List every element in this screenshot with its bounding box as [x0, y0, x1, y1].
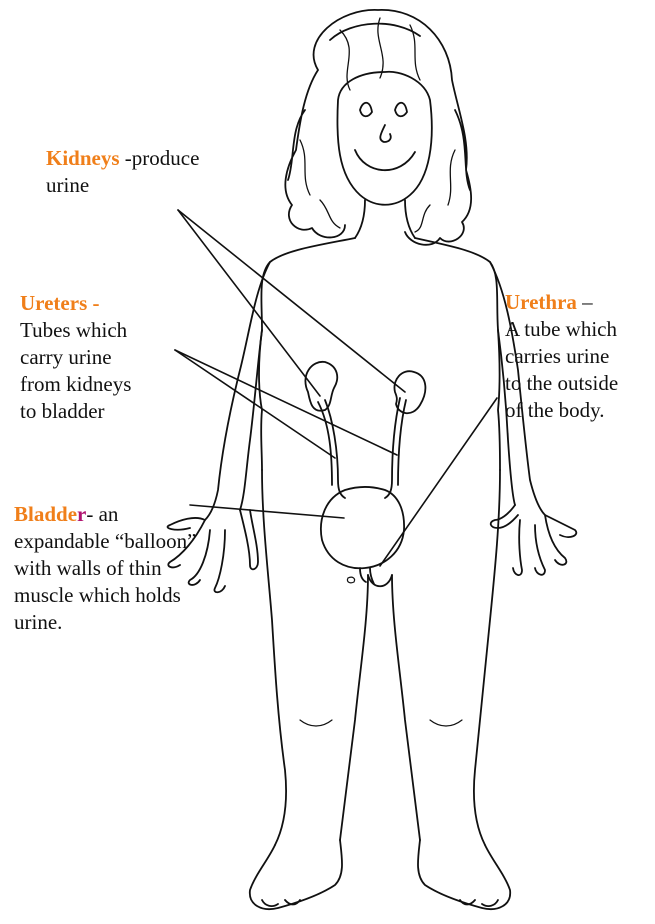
urethra-label: Urethra – A tube which carries urine to …	[505, 289, 618, 424]
right-kidney	[394, 371, 425, 413]
bladder-text-4: urine.	[14, 609, 197, 636]
ureters-term: Ureters -	[20, 290, 131, 317]
bladder	[321, 487, 404, 568]
ureters-pointer-right	[175, 350, 397, 455]
bladder-label: Bladder- an expandable “balloon” with wa…	[14, 501, 197, 636]
urethra-suffix: –	[577, 290, 593, 314]
bladder-text-1: expandable “balloon”	[14, 528, 197, 555]
kidneys-label: Kidneys -produce urine	[46, 145, 199, 199]
urethra-term: Urethra	[505, 290, 577, 314]
left-eye	[360, 103, 372, 117]
bladder-suffix: - an	[86, 502, 118, 526]
left-leg	[262, 470, 368, 845]
knees	[300, 720, 462, 726]
kidneys-term: Kidneys	[46, 146, 120, 170]
nose	[380, 125, 390, 142]
urethra-marks	[347, 577, 354, 583]
ureters-label: Ureters - Tubes which carry urine from k…	[20, 290, 131, 425]
bladder-term-last-letter: r	[77, 502, 86, 526]
bladder-heading: Bladder- an	[14, 501, 197, 528]
hair	[285, 10, 471, 245]
left-foot	[250, 840, 342, 909]
right-hand	[491, 505, 577, 575]
torso-outline	[259, 238, 500, 470]
ureters-text-2: carry urine	[20, 344, 131, 371]
left-kidney	[305, 362, 337, 411]
kidneys-pointer-left	[178, 210, 320, 396]
urethra-text-1: A tube which	[505, 316, 618, 343]
bladder-pointer	[190, 505, 344, 518]
pointer-lines	[175, 210, 497, 566]
kidneys-suffix: -produce	[120, 146, 200, 170]
right-ureter	[385, 398, 406, 498]
urethra-text-3: to the outside	[505, 370, 618, 397]
kidneys-pointer-right	[178, 210, 405, 392]
urethra-heading: Urethra –	[505, 289, 618, 316]
face-outline	[337, 72, 431, 205]
ureters-text-1: Tubes which	[20, 317, 131, 344]
ureters-text-4: to bladder	[20, 398, 131, 425]
mouth	[355, 150, 415, 170]
urethra-text-4: of the body.	[505, 397, 618, 424]
bladder-text-2: with walls of thin	[14, 555, 197, 582]
bladder-text-3: muscle which holds	[14, 582, 197, 609]
ureters-text-3: from kidneys	[20, 371, 131, 398]
urethra-text-2: carries urine	[505, 343, 618, 370]
right-eye	[395, 103, 407, 117]
bladder-term: Bladde	[14, 502, 77, 526]
right-foot	[418, 840, 510, 909]
kidneys-text-1: urine	[46, 172, 199, 199]
kidneys-heading: Kidneys -produce	[46, 145, 199, 172]
